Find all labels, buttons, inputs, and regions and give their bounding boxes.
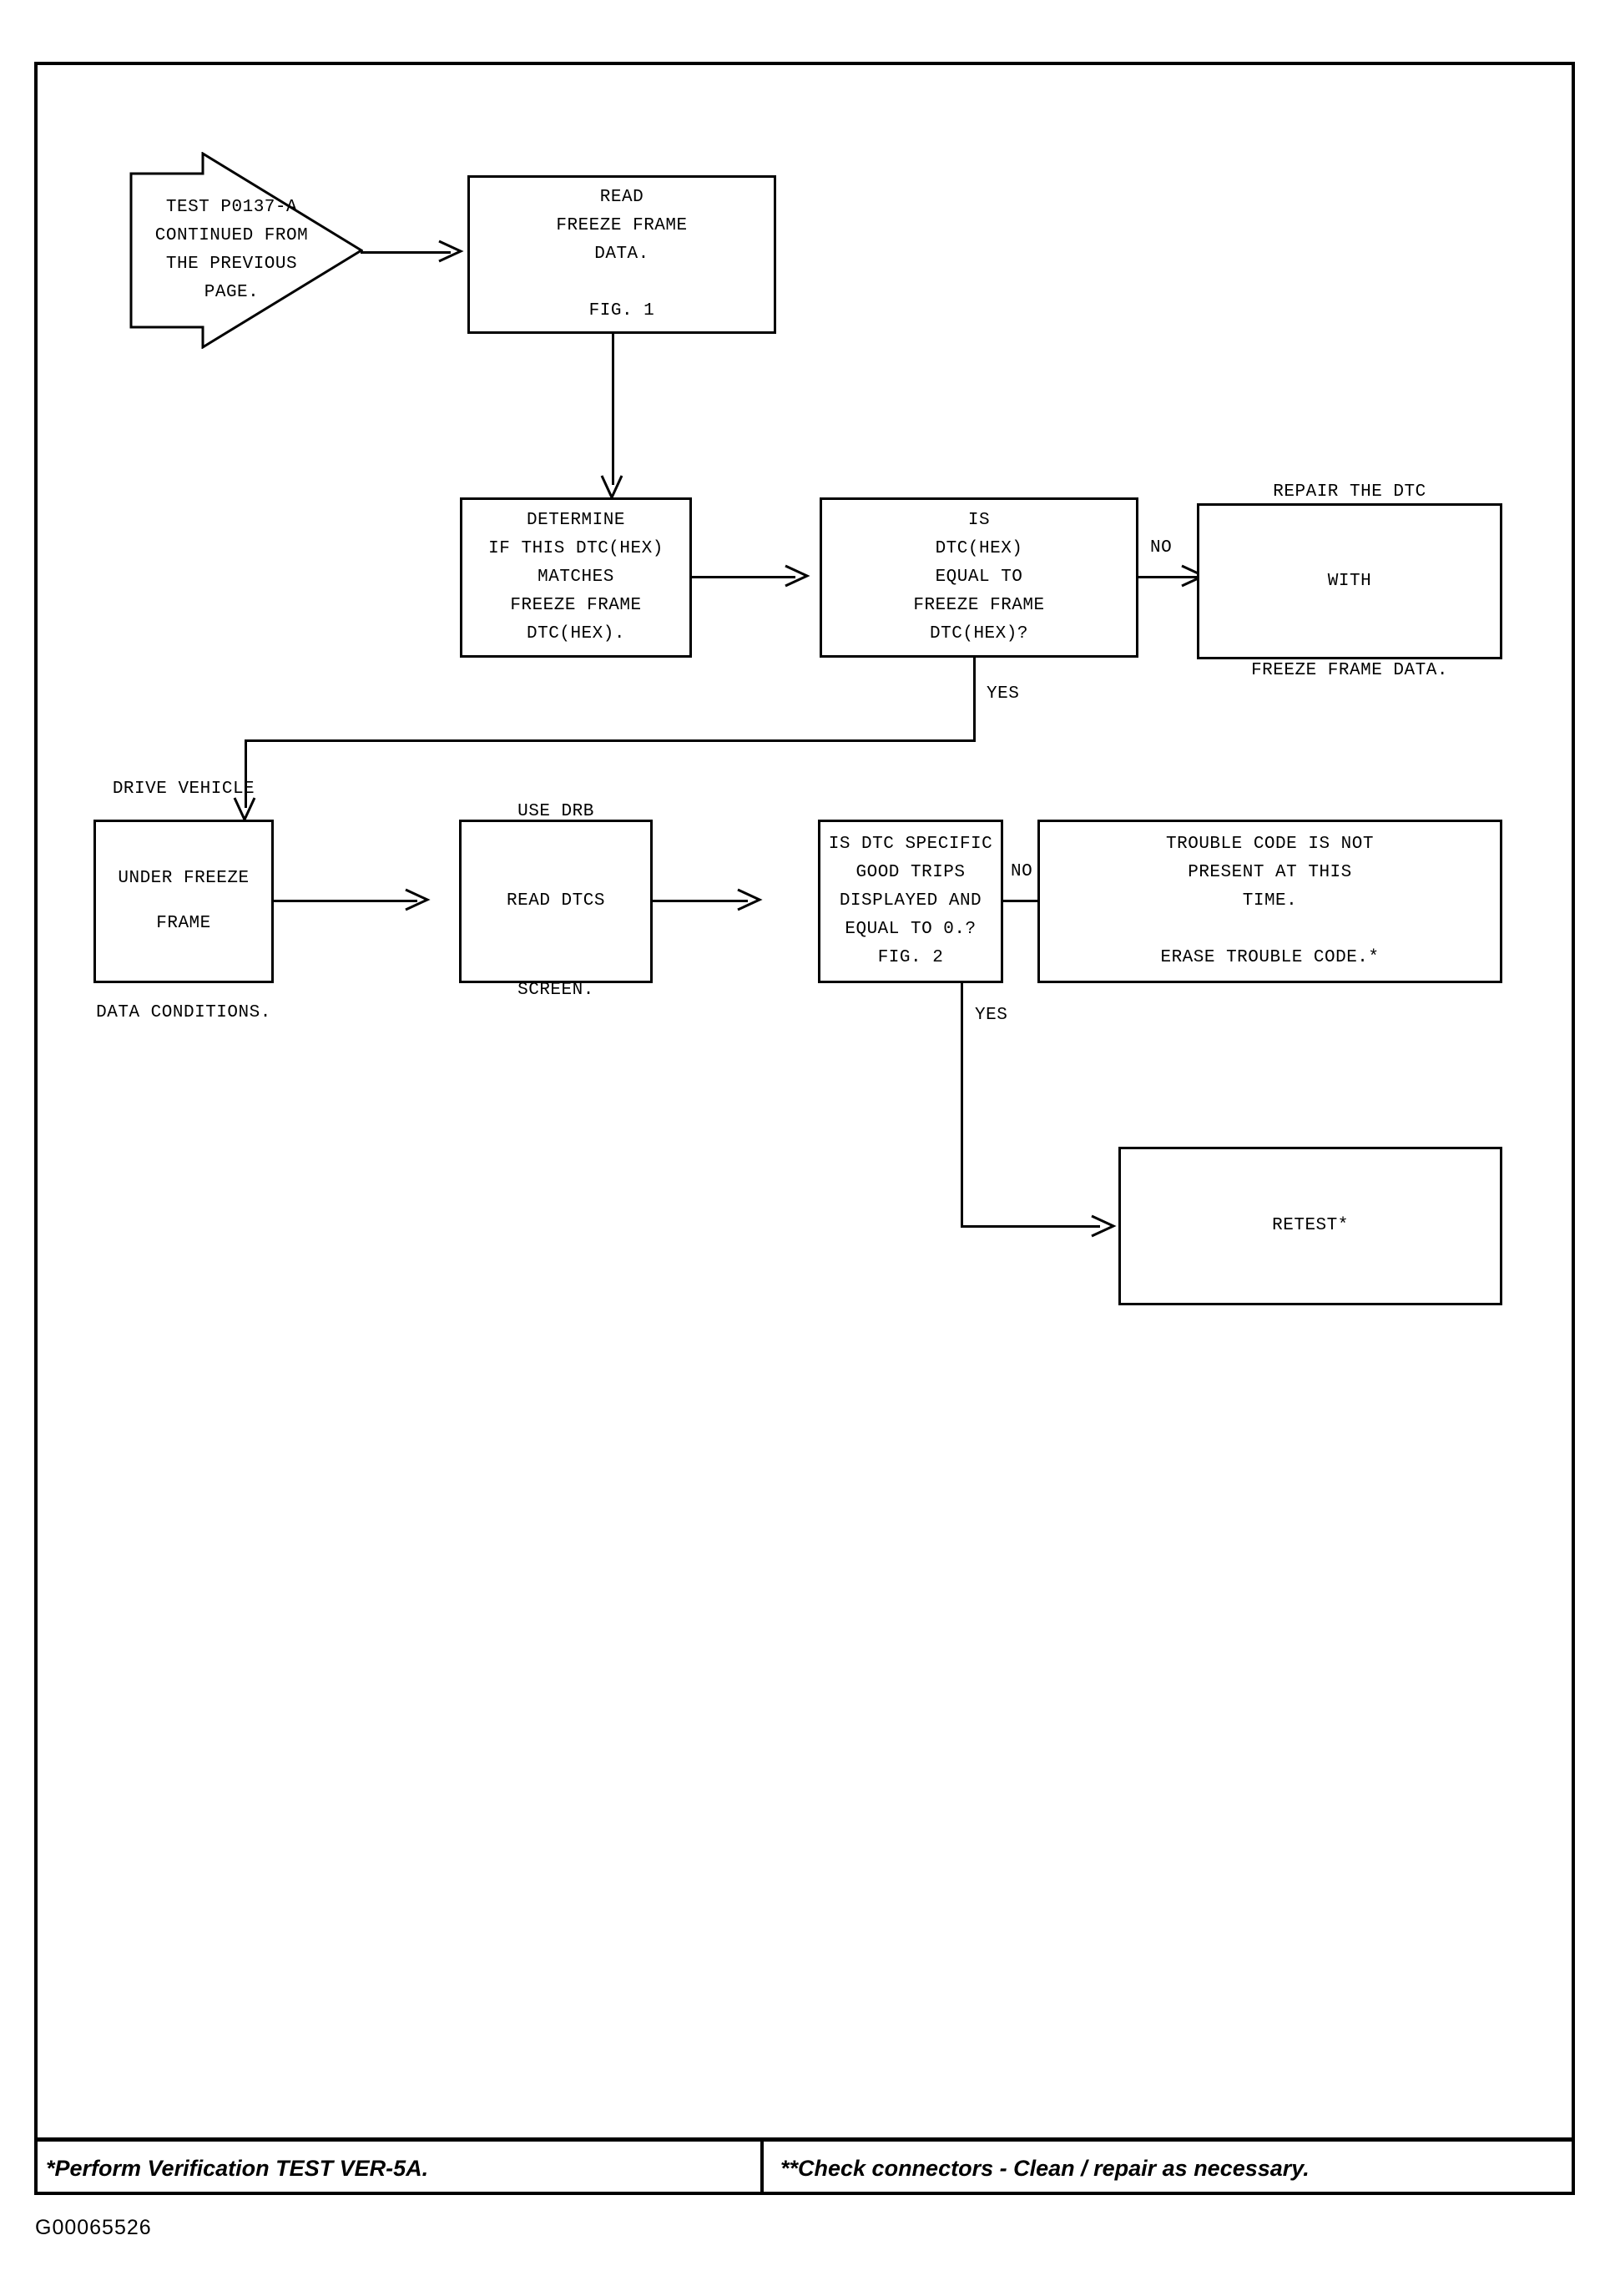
arrowhead-read-to-determine	[600, 474, 625, 501]
page-border	[34, 62, 1575, 2195]
node-use-drb-read-dtcs[interactable]: USE DRB READ DTCS SCREEN.	[459, 802, 653, 1000]
continued-from-previous-page-banner: TEST P0137-A CONTINUED FROM THE PREVIOUS…	[129, 152, 363, 349]
node-trouble-code-not-present[interactable]: TROUBLE CODE IS NOT PRESENT AT THIS TIME…	[1037, 820, 1502, 983]
arrowhead-banner-to-read	[437, 240, 464, 265]
node-repair-the-dtc[interactable]: REPAIR THE DTC WITH FREEZE FRAME DATA.	[1197, 482, 1502, 680]
node-read-freeze-frame-data[interactable]: READ FREEZE FRAME DATA. FIG. 1	[467, 175, 776, 334]
node-is-dtc-equal-to-freeze-frame[interactable]: IS DTC(HEX) EQUAL TO FREEZE FRAME DTC(HE…	[820, 497, 1138, 658]
footer-note-right: **Check connectors - Clean / repair as n…	[780, 2155, 1310, 2181]
connector-read-to-determine	[612, 333, 614, 485]
arrowhead-drive-to-drb	[404, 888, 431, 913]
connector-drive-to-drb	[274, 900, 417, 902]
connector-yes-upper-to-drive	[245, 739, 247, 808]
connector-yes-upper-horizontal	[245, 739, 976, 742]
edge-label-no-upper: NO	[1150, 538, 1173, 558]
node-drive-vehicle[interactable]: DRIVE VEHICLE UNDER FREEZE FRAME DATA CO…	[93, 780, 274, 1022]
arrowhead-drb-to-goodtrips	[736, 888, 763, 913]
edge-label-no-lower: NO	[1011, 862, 1033, 881]
connector-yes-lower-drop	[961, 983, 963, 1227]
document-code: G00065526	[35, 2216, 152, 2239]
node-is-good-trips-equal-zero[interactable]: IS DTC SPECIFIC GOOD TRIPS DISPLAYED AND…	[818, 820, 1003, 983]
node-retest[interactable]: RETEST*	[1118, 1147, 1502, 1305]
connector-drb-to-goodtrips	[653, 900, 748, 902]
connector-banner-to-read	[361, 251, 451, 254]
footer-note-bar: *Perform Verification TEST VER-5A. **Che…	[34, 2137, 1575, 2195]
edge-label-yes-upper: YES	[987, 684, 1020, 704]
connector-yes-lower-horizontal	[961, 1225, 1100, 1228]
connector-yes-upper-drop	[973, 658, 976, 742]
node-determine-dtc-match[interactable]: DETERMINE IF THIS DTC(HEX) MATCHES FREEZ…	[460, 497, 692, 658]
edge-label-yes-lower: YES	[975, 1006, 1008, 1025]
banner-label: TEST P0137-A CONTINUED FROM THE PREVIOUS…	[154, 197, 309, 303]
connector-determine-to-compare	[692, 576, 795, 578]
arrowhead-determine-to-compare	[784, 564, 810, 589]
connector-compare-no-to-repair	[1138, 576, 1219, 578]
footer-note-left: *Perform Verification TEST VER-5A.	[34, 2142, 764, 2195]
arrowhead-yes-lower-to-retest	[1090, 1214, 1117, 1239]
